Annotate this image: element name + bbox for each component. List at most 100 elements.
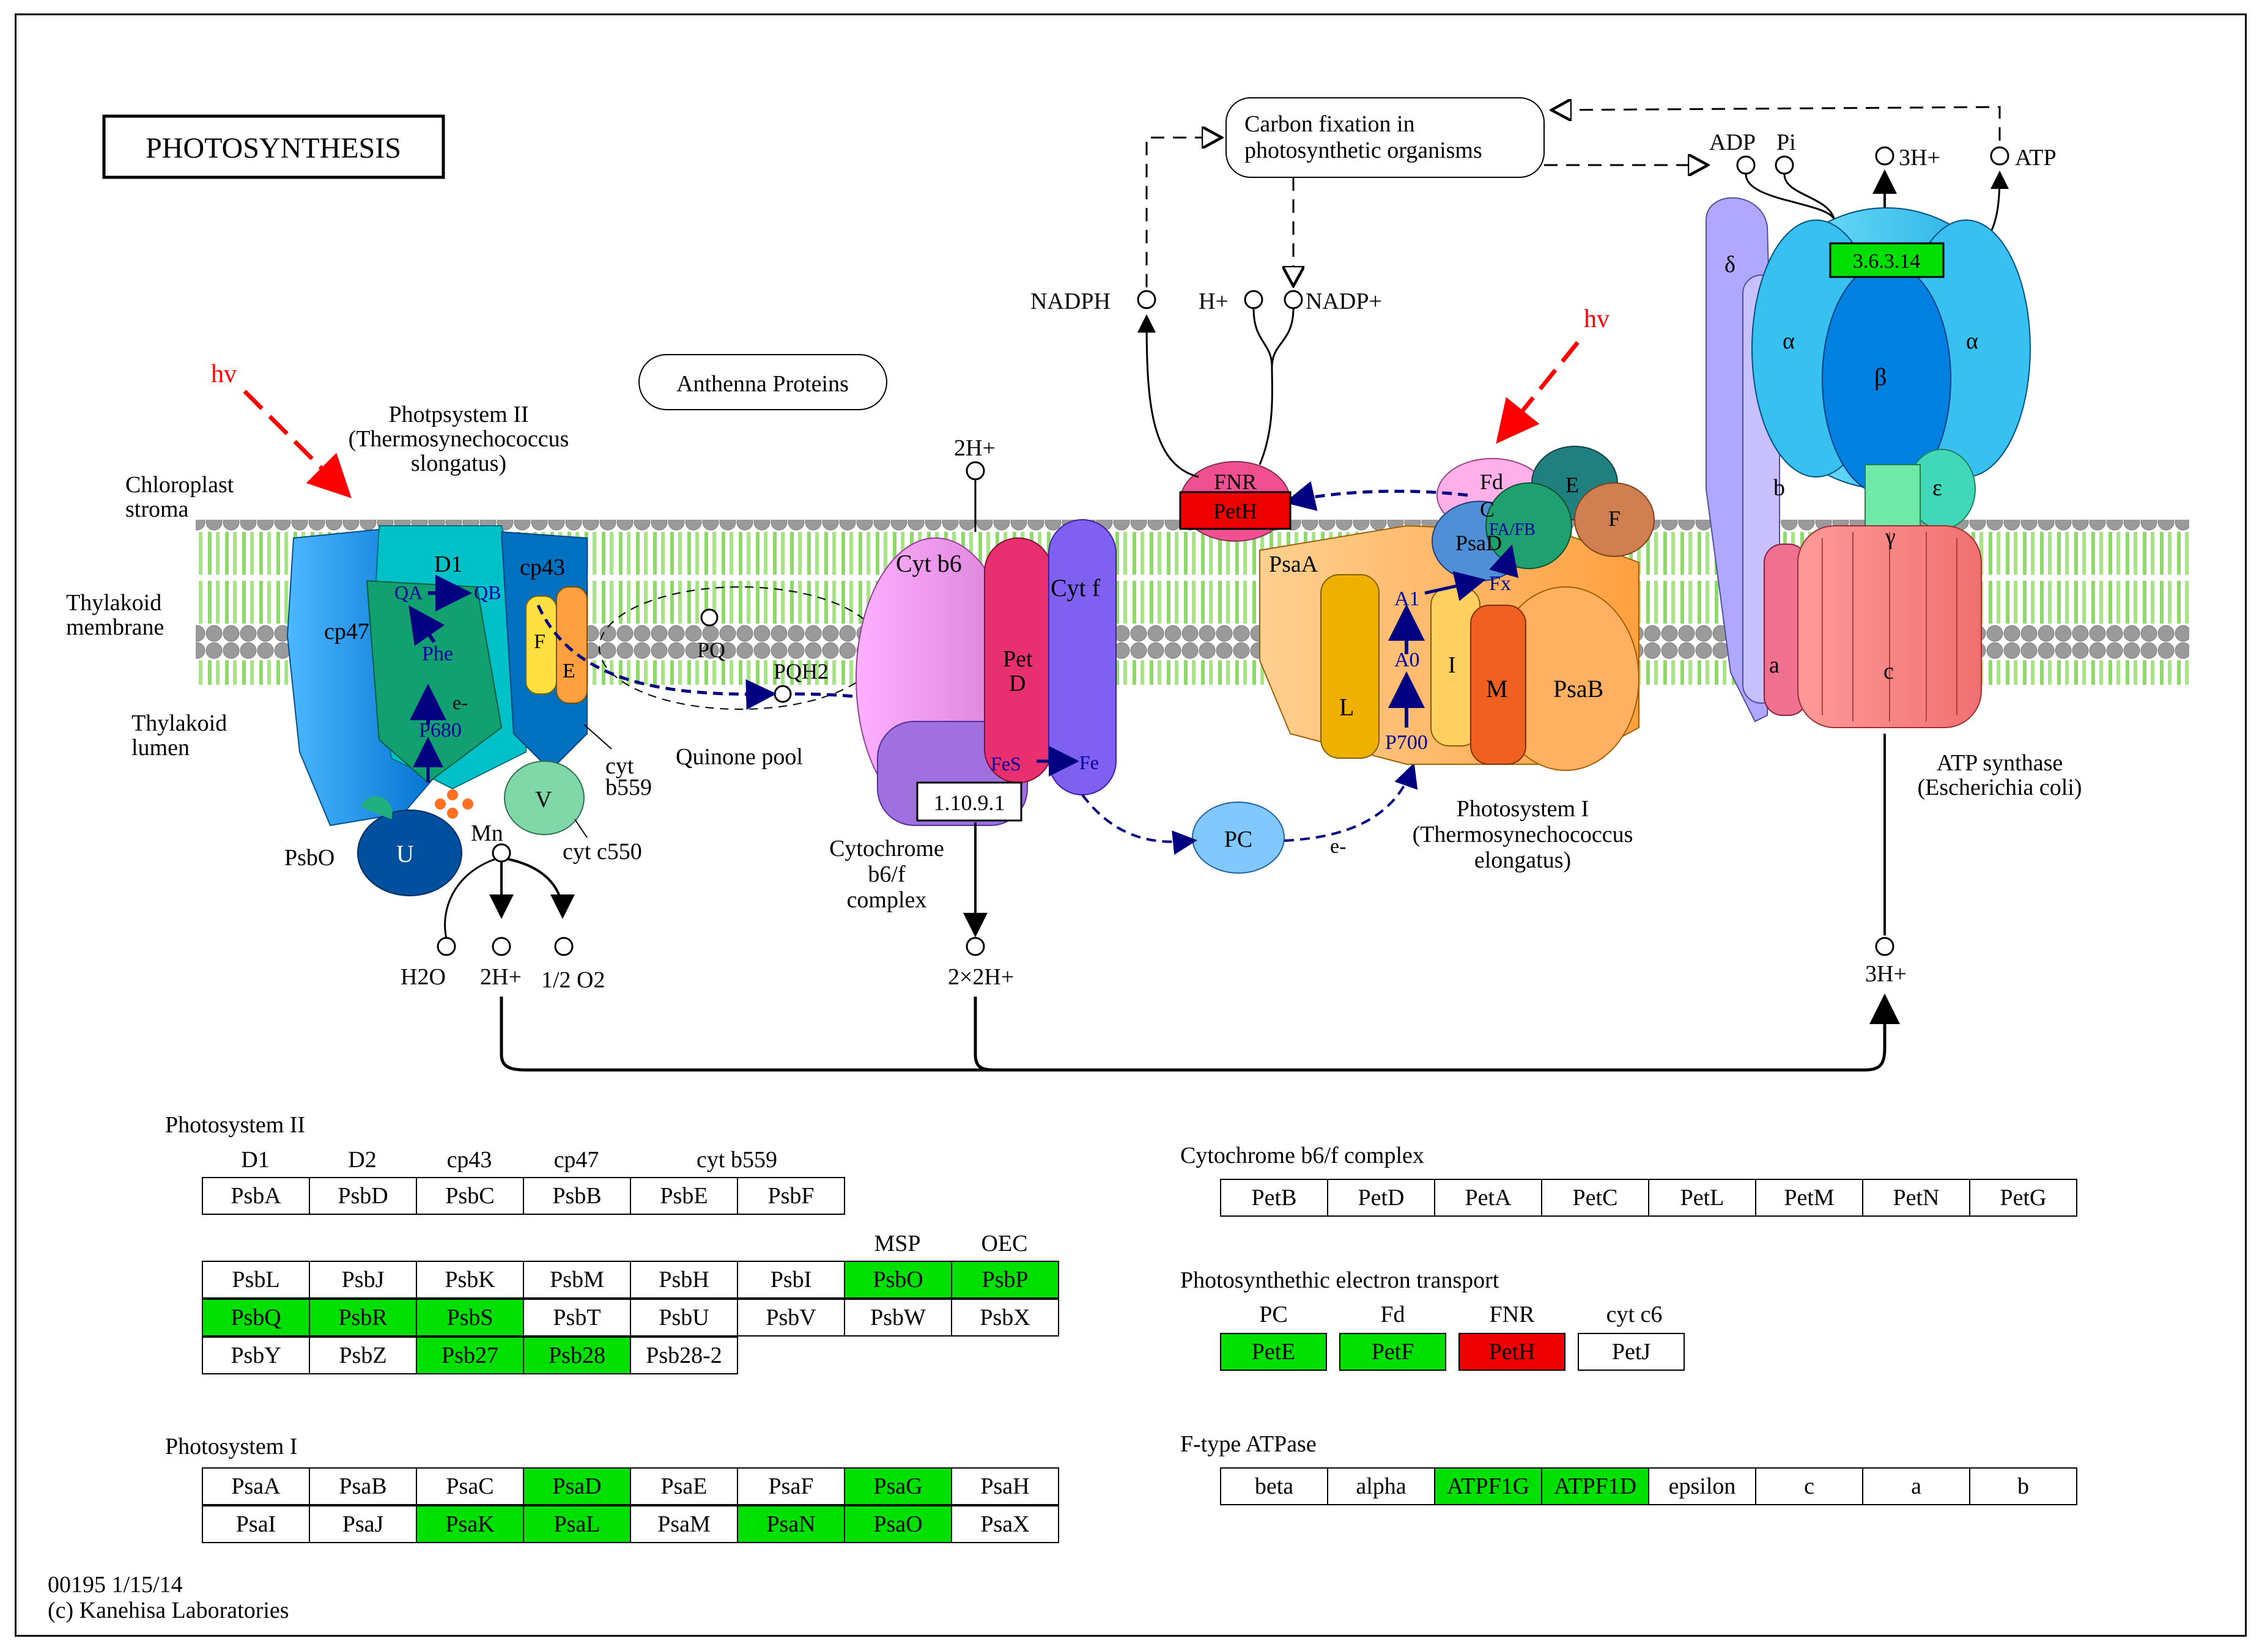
- gene-cell-psan[interactable]: PsaN: [737, 1505, 845, 1543]
- gene-cell-psbi[interactable]: PsbI: [737, 1261, 845, 1299]
- gene-cell-beta[interactable]: beta: [1220, 1467, 1328, 1505]
- h2-ps2-node[interactable]: [492, 937, 511, 956]
- gene-cell-psaf[interactable]: PsaF: [737, 1467, 845, 1505]
- photosystem-ii[interactable]: cp47 D1 cp43 QA QB Phe e- P680 F E V U: [286, 525, 588, 896]
- light-arrow-right: [1496, 341, 1580, 444]
- mn-node[interactable]: [492, 843, 511, 863]
- gene-cell-psbt[interactable]: PsbT: [523, 1299, 631, 1337]
- atp-synthase[interactable]: δ α β α b ε γ a c: [1706, 197, 2031, 728]
- atp-node[interactable]: [1990, 146, 2009, 166]
- gene-cell-psbc[interactable]: PsbC: [416, 1177, 524, 1215]
- gene-cell-psbs[interactable]: PsbS: [416, 1299, 524, 1337]
- h2o-node[interactable]: [437, 937, 456, 956]
- gene-cell-petj[interactable]: PetJ: [1578, 1333, 1685, 1371]
- gene-cell-psb28-2[interactable]: Psb28-2: [630, 1337, 738, 1374]
- gene-cell-atpf1g[interactable]: ATPF1G: [1434, 1467, 1542, 1505]
- gene-cell-psbq[interactable]: PsbQ: [202, 1299, 310, 1337]
- pqh2-node[interactable]: [774, 685, 792, 703]
- gene-cell-psbb[interactable]: PsbB: [523, 1177, 631, 1215]
- gene-cell-b[interactable]: b: [1969, 1467, 2077, 1505]
- gene-cell-petl[interactable]: PetL: [1648, 1179, 1756, 1217]
- gene-cell-psbh[interactable]: PsbH: [630, 1261, 738, 1299]
- carbon-fixation-box[interactable]: [1225, 97, 1545, 178]
- gene-cell-psal[interactable]: PsaL: [523, 1505, 631, 1543]
- gene-cell-petn[interactable]: PetN: [1862, 1179, 1970, 1217]
- gene-cell-pete[interactable]: PetE: [1220, 1333, 1327, 1371]
- gene-cell-peth[interactable]: PetH: [1458, 1333, 1565, 1371]
- adp-node[interactable]: [1736, 155, 1756, 175]
- cytochrome-b6f-complex[interactable]: Cyt b6 Pet D Cyt f FeS Fe: [856, 519, 1117, 826]
- gene-cell-petc[interactable]: PetC: [1541, 1179, 1649, 1217]
- gene-cell-psbp[interactable]: PsbP: [951, 1261, 1059, 1299]
- gene-cell-psam[interactable]: PsaM: [630, 1505, 738, 1543]
- gene-cell-petf[interactable]: PetF: [1339, 1333, 1446, 1371]
- h2-cyt-node[interactable]: [966, 461, 985, 481]
- gene-cell-alpha[interactable]: alpha: [1327, 1467, 1435, 1505]
- gene-cell-psao[interactable]: PsaO: [844, 1505, 952, 1543]
- gene-cell-psae[interactable]: PsaE: [630, 1467, 738, 1505]
- h3-bottom-node[interactable]: [1875, 937, 1894, 956]
- antenna-proteins-box[interactable]: [638, 354, 887, 410]
- photosystem-i[interactable]: PsaA Fd PsaD C E F FA/FB A1 Fx A0 L I M …: [1259, 446, 1655, 771]
- gene-cell-psba[interactable]: PsbA: [202, 1177, 310, 1215]
- gene-cell-psad[interactable]: PsaD: [523, 1467, 631, 1505]
- gene-cell-psbl[interactable]: PsbL: [202, 1261, 310, 1299]
- gene-cell-c[interactable]: c: [1755, 1467, 1863, 1505]
- gene-cell-psaa[interactable]: PsaA: [202, 1467, 310, 1505]
- gene-cell-psbd[interactable]: PsbD: [309, 1177, 417, 1215]
- atpase-table-title: F-type ATPase: [1180, 1431, 1317, 1457]
- h-node[interactable]: [1244, 290, 1263, 309]
- gene-cell-epsilon[interactable]: epsilon: [1648, 1467, 1756, 1505]
- psaf-subunit[interactable]: [1574, 482, 1655, 557]
- h2x2-node[interactable]: [966, 937, 985, 956]
- psbo-subunit[interactable]: [361, 796, 393, 819]
- alpha-label-1: α: [1783, 328, 1795, 354]
- table-header-d1: D1: [241, 1147, 270, 1173]
- gene-cell-petb[interactable]: PetB: [1220, 1179, 1328, 1217]
- gene-cell-psbr[interactable]: PsbR: [309, 1299, 417, 1337]
- pq-node[interactable]: [700, 608, 719, 627]
- gene-cell-psbw[interactable]: PsbW: [844, 1299, 952, 1337]
- gene-cell-psby[interactable]: PsbY: [202, 1337, 310, 1374]
- gene-cell-psbe[interactable]: PsbE: [630, 1177, 738, 1215]
- gene-cell-psaj[interactable]: PsaJ: [309, 1505, 417, 1543]
- gene-cell-psbv[interactable]: PsbV: [737, 1299, 845, 1337]
- peth-box[interactable]: [1179, 491, 1292, 530]
- psal-subunit[interactable]: [1320, 574, 1380, 759]
- gene-cell-psb27[interactable]: Psb27: [416, 1337, 524, 1374]
- gene-cell-psbj[interactable]: PsbJ: [309, 1261, 417, 1299]
- gene-cell-psab[interactable]: PsaB: [309, 1467, 417, 1505]
- ps2-title-3: slongatus): [411, 451, 506, 476]
- gene-cell-psai[interactable]: PsaI: [202, 1505, 310, 1543]
- h3-top-node[interactable]: [1875, 146, 1894, 166]
- gene-cell-psah[interactable]: PsaH: [951, 1467, 1059, 1505]
- gene-cell-psax[interactable]: PsaX: [951, 1505, 1059, 1543]
- gene-cell-psbk[interactable]: PsbK: [416, 1261, 524, 1299]
- psbe-subunit[interactable]: [556, 586, 588, 704]
- gene-cell-psak[interactable]: PsaK: [416, 1505, 524, 1543]
- gene-cell-psbx[interactable]: PsbX: [951, 1299, 1059, 1337]
- gene-cell-psbf[interactable]: PsbF: [737, 1177, 845, 1215]
- pi-node[interactable]: [1775, 155, 1794, 175]
- gene-cell-psbo[interactable]: PsbO: [844, 1261, 952, 1299]
- psbu-subunit[interactable]: [357, 809, 462, 896]
- gene-cell-peta[interactable]: PetA: [1434, 1179, 1542, 1217]
- ec-1-10-9-1-box[interactable]: [916, 781, 1022, 822]
- ec-3-6-3-14-box[interactable]: [1829, 242, 1945, 278]
- nadph-node[interactable]: [1137, 290, 1156, 309]
- gene-cell-psac[interactable]: PsaC: [416, 1467, 524, 1505]
- gene-cell-psbu[interactable]: PsbU: [630, 1299, 738, 1337]
- nadp-node[interactable]: [1284, 290, 1303, 309]
- gene-cell-psb28[interactable]: Psb28: [523, 1337, 631, 1374]
- gene-cell-psag[interactable]: PsaG: [844, 1467, 952, 1505]
- gene-cell-petg[interactable]: PetG: [1969, 1179, 2077, 1217]
- gene-cell-psbm[interactable]: PsbM: [523, 1261, 631, 1299]
- psbv-subunit[interactable]: [504, 761, 585, 835]
- gene-cell-a[interactable]: a: [1862, 1467, 1970, 1505]
- gene-cell-petd[interactable]: PetD: [1327, 1179, 1435, 1217]
- gene-cell-atpf1d[interactable]: ATPF1D: [1541, 1467, 1649, 1505]
- gene-cell-psbz[interactable]: PsbZ: [309, 1337, 417, 1374]
- o2-node[interactable]: [554, 937, 574, 956]
- gene-cell-petm[interactable]: PetM: [1755, 1179, 1863, 1217]
- psam-subunit[interactable]: [1470, 605, 1526, 765]
